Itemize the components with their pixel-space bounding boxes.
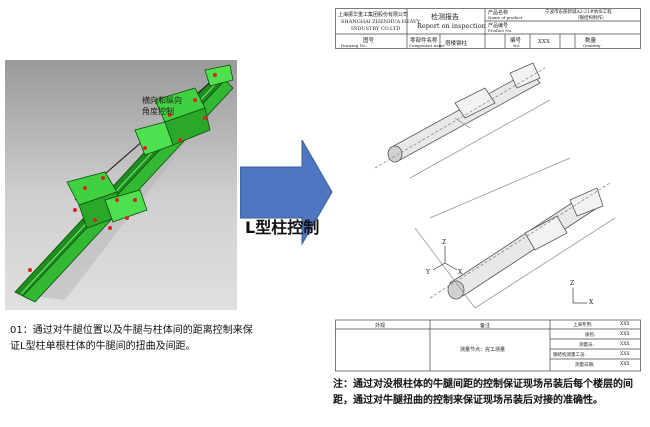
report-title-en: Report on inspection (417, 22, 486, 30)
company-name-en-line1: SHANGHAI ZHENHUA HEAVY (341, 19, 421, 25)
column-3d-model (5, 60, 237, 310)
footer-row-label: 测量日期: (575, 363, 595, 368)
footer-row-label: 质检: (585, 333, 596, 338)
footer-node-label: 测量节点： (460, 347, 486, 353)
footer-row-label: 上海专用: (573, 323, 593, 328)
component-name-label: 零部件名称 (410, 38, 438, 44)
axis-z2-label: Z (570, 280, 575, 287)
model-angle-label: 横向和纵向 角度控制 (142, 95, 182, 117)
model-angle-label-line1: 横向和纵向 (142, 96, 182, 105)
right-note: 注：通过对没根柱体的牛腿间距的控制保证现场吊装后每个楼层的间距，通过对牛腿扭曲的… (333, 379, 633, 406)
product-no-label-en: Product No. (488, 28, 513, 33)
report-frame (335, 8, 641, 372)
component-name-value: 塔楼钢柱 (445, 41, 468, 47)
right-arrow-icon (239, 138, 333, 246)
component-name-label-en: Component name (409, 43, 445, 48)
model-angle-label-line2: 角度控制 (142, 107, 174, 116)
inspection-report: 上海振华重工集团股份有限公司 SHANGHAI ZHENHUA HEAVY IN… (335, 8, 641, 372)
product-no-label: 产品编号 (488, 23, 509, 29)
product-name-label-en: Name of product (488, 15, 523, 20)
axis-y-label: Y (426, 269, 430, 276)
footer-row-value: XXX (620, 352, 630, 357)
footer-appearance-label: 外观 (375, 323, 386, 329)
footer-row-label: 测量员: (579, 343, 595, 348)
drawing-no-label-en: Drawing No. (341, 43, 367, 48)
axis-x-label: X (458, 269, 463, 276)
left-note: 01：通过对牛腿位置以及牛腿与柱体间的距离控制来保证L型柱单根柱体的牛腿间的扭曲… (10, 325, 253, 352)
company-name-en-line2: INDUSTRY CO.LTD (351, 26, 401, 32)
number-label-en: No. (513, 43, 521, 48)
product-name-value-2: （钢结构制作） (575, 16, 607, 21)
transition-arrow (239, 138, 335, 250)
axis-z-label: Z (442, 239, 447, 246)
company-name-cn: 上海振华重工集团股份有限公司 (338, 12, 409, 18)
footer-node-value: 完工测量 (485, 347, 506, 353)
product-name-value: 宁波市东部新城A2-21#地块工程 (545, 10, 612, 15)
quantity-label: 数量 (585, 38, 597, 44)
axis-x2-label: X (589, 299, 594, 306)
column-model-drawing (14, 64, 234, 303)
drawing-no-label: 图号 (363, 38, 375, 44)
number-label: 编号 (510, 38, 522, 44)
footer-remarks-label: 备注 (480, 323, 491, 329)
quantity-label-en: Quantity (583, 43, 601, 48)
report-title-cn: 检测报告 (431, 13, 459, 21)
footer-row-label: 钢结构测量工员: (553, 353, 587, 358)
footer-row-value: XXX (620, 362, 630, 367)
footer-row-value: XXX (620, 342, 630, 347)
footer-row-value: XXX (620, 332, 630, 337)
arrow-label: L型柱控制 (245, 218, 320, 237)
number-value: XXX (538, 39, 550, 45)
product-name-label: 产品名称 (488, 10, 509, 16)
footer-row-value: XXX (620, 322, 630, 327)
